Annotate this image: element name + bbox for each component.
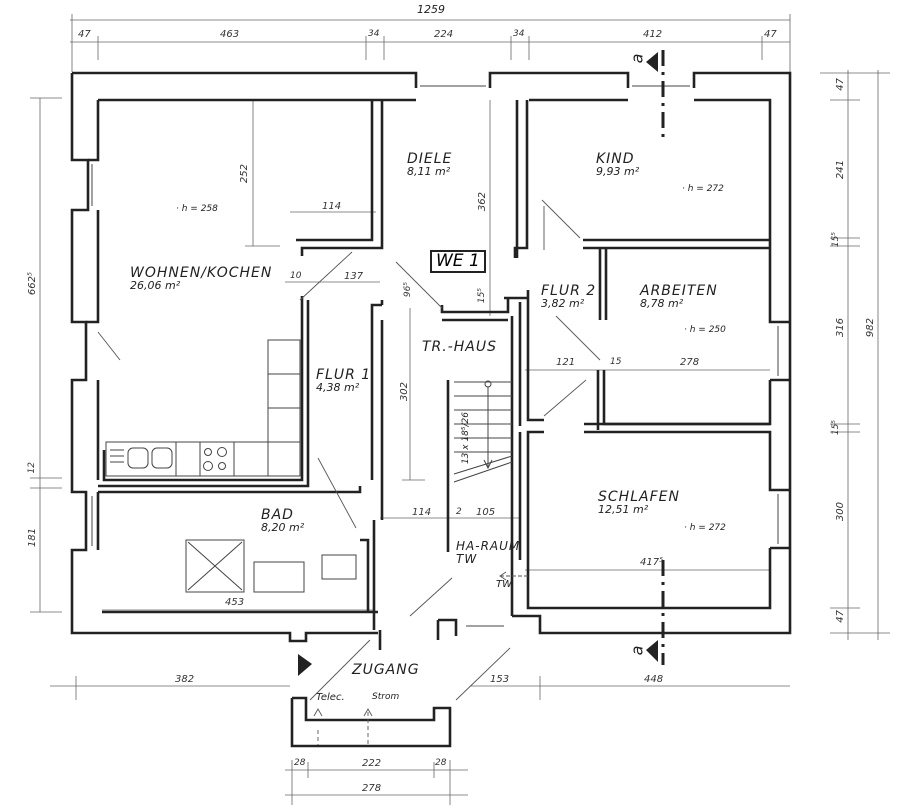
windows: [91, 85, 779, 627]
dim-wall-10: 10: [290, 271, 302, 281]
dim-right-3: 15⁵: [831, 232, 841, 248]
entrance-porch: [290, 696, 452, 748]
room-arbeiten: ARBEITEN: [640, 283, 718, 299]
dim-total-width: 1259: [417, 3, 445, 16]
height-schlafen: · h = 272: [684, 523, 726, 533]
dim-stair-302: 302: [399, 382, 410, 402]
dim-total-height: 982: [865, 318, 876, 338]
dim-flur1-width: 137: [344, 271, 364, 282]
dim-tr-2: 2: [456, 507, 462, 517]
dim-top-6: 412: [643, 29, 663, 40]
area-flur1: 4,38 m²: [316, 381, 360, 394]
interior-walls: [98, 98, 790, 650]
dim-top-4: 224: [434, 29, 454, 40]
unit-label: WE 1: [430, 250, 486, 273]
room-flur1: FLUR 1: [316, 367, 372, 383]
dim-schlafen-4175: 417⁵: [640, 557, 664, 568]
stair-annotation: 13 x 18⁵/26: [461, 412, 471, 465]
area-wohnen-kochen: 26,06 m²: [130, 279, 181, 292]
dim-living-depth: 252: [239, 164, 250, 184]
room-zugang: ZUGANG: [352, 662, 420, 678]
dim-flur2-121: 121: [556, 357, 576, 368]
room-treppenhaus: TR.-HAUS: [422, 339, 498, 355]
dim-diele-height: 362: [477, 192, 488, 212]
area-schlafen: 12,51 m²: [598, 503, 649, 516]
room-schlafen: SCHLAFEN: [598, 489, 680, 505]
dim-entrance-1: 28: [294, 758, 306, 768]
door-swings: [97, 199, 601, 701]
dim-right-6: 300: [835, 502, 846, 522]
area-arbeiten: 8,78 m²: [640, 297, 684, 310]
dim-right-7: 47: [835, 610, 846, 623]
height-wohnen-kochen: · h = 258: [176, 204, 218, 214]
area-diele: 8,11 m²: [407, 165, 451, 178]
dim-left-2: 12: [27, 462, 37, 474]
room-ha-raum-tw: TW: [456, 552, 478, 566]
dim-left-3: 181: [27, 528, 38, 548]
height-kind: · h = 272: [682, 184, 724, 194]
staircase: [453, 380, 513, 483]
outer-walls: [70, 71, 792, 643]
room-bad: BAD: [261, 507, 294, 523]
dim-entrance-3: 28: [435, 758, 447, 768]
dim-top-1: 47: [78, 29, 91, 40]
dim-entrance-total: 278: [362, 783, 382, 794]
area-kind: 9,93 m²: [596, 165, 640, 178]
dim-right-1: 47: [835, 78, 846, 91]
height-arbeiten: · h = 250: [684, 325, 726, 335]
room-kind: KIND: [596, 151, 635, 167]
room-wohnen-kochen: WOHNEN/KOCHEN: [130, 265, 273, 281]
strom-label: Strom: [372, 692, 400, 702]
dim-top-3: 34: [368, 29, 380, 39]
tw-arrow-label: TW: [496, 579, 512, 590]
dim-top-5: 34: [513, 29, 525, 39]
dim-arbeiten-278: 278: [680, 357, 700, 368]
area-bad: 8,20 m²: [261, 521, 305, 534]
section-marker-bottom: a: [627, 644, 647, 656]
dim-diele-96: 96⁵: [403, 282, 413, 298]
dim-right-2: 241: [835, 160, 846, 180]
dim-bottom-2: 153: [490, 674, 510, 685]
area-flur2: 3,82 m²: [541, 297, 585, 310]
dim-living-notch: 114: [322, 201, 342, 212]
dim-left-1: 662⁵: [27, 272, 38, 296]
dim-tr-105: 105: [476, 507, 496, 518]
bathroom-fixtures: [185, 539, 357, 593]
dimension-lines: [30, 14, 890, 805]
section-marker-top: a: [627, 52, 647, 64]
room-flur2: FLUR 2: [541, 283, 597, 299]
telec-label: Telec.: [316, 692, 345, 703]
dim-tr-114: 114: [412, 507, 432, 518]
room-diele: DIELE: [407, 151, 453, 167]
dim-diele-15: 15⁵: [477, 288, 487, 304]
dim-top-7: 47: [764, 29, 777, 40]
dim-right-4: 316: [835, 318, 846, 338]
dim-entrance-2: 222: [362, 758, 382, 769]
dim-bad-453: 453: [225, 597, 245, 608]
kitchen-counter: [105, 339, 301, 477]
section-markers: [298, 50, 665, 676]
dim-wall-15: 15: [610, 357, 622, 367]
dim-right-5: 15⁵: [831, 420, 841, 436]
dim-bottom-1: 382: [175, 674, 195, 685]
dim-bottom-3: 448: [644, 674, 664, 685]
room-ha-raum: HA-RAUM: [456, 539, 521, 553]
dim-top-2: 463: [220, 29, 240, 40]
